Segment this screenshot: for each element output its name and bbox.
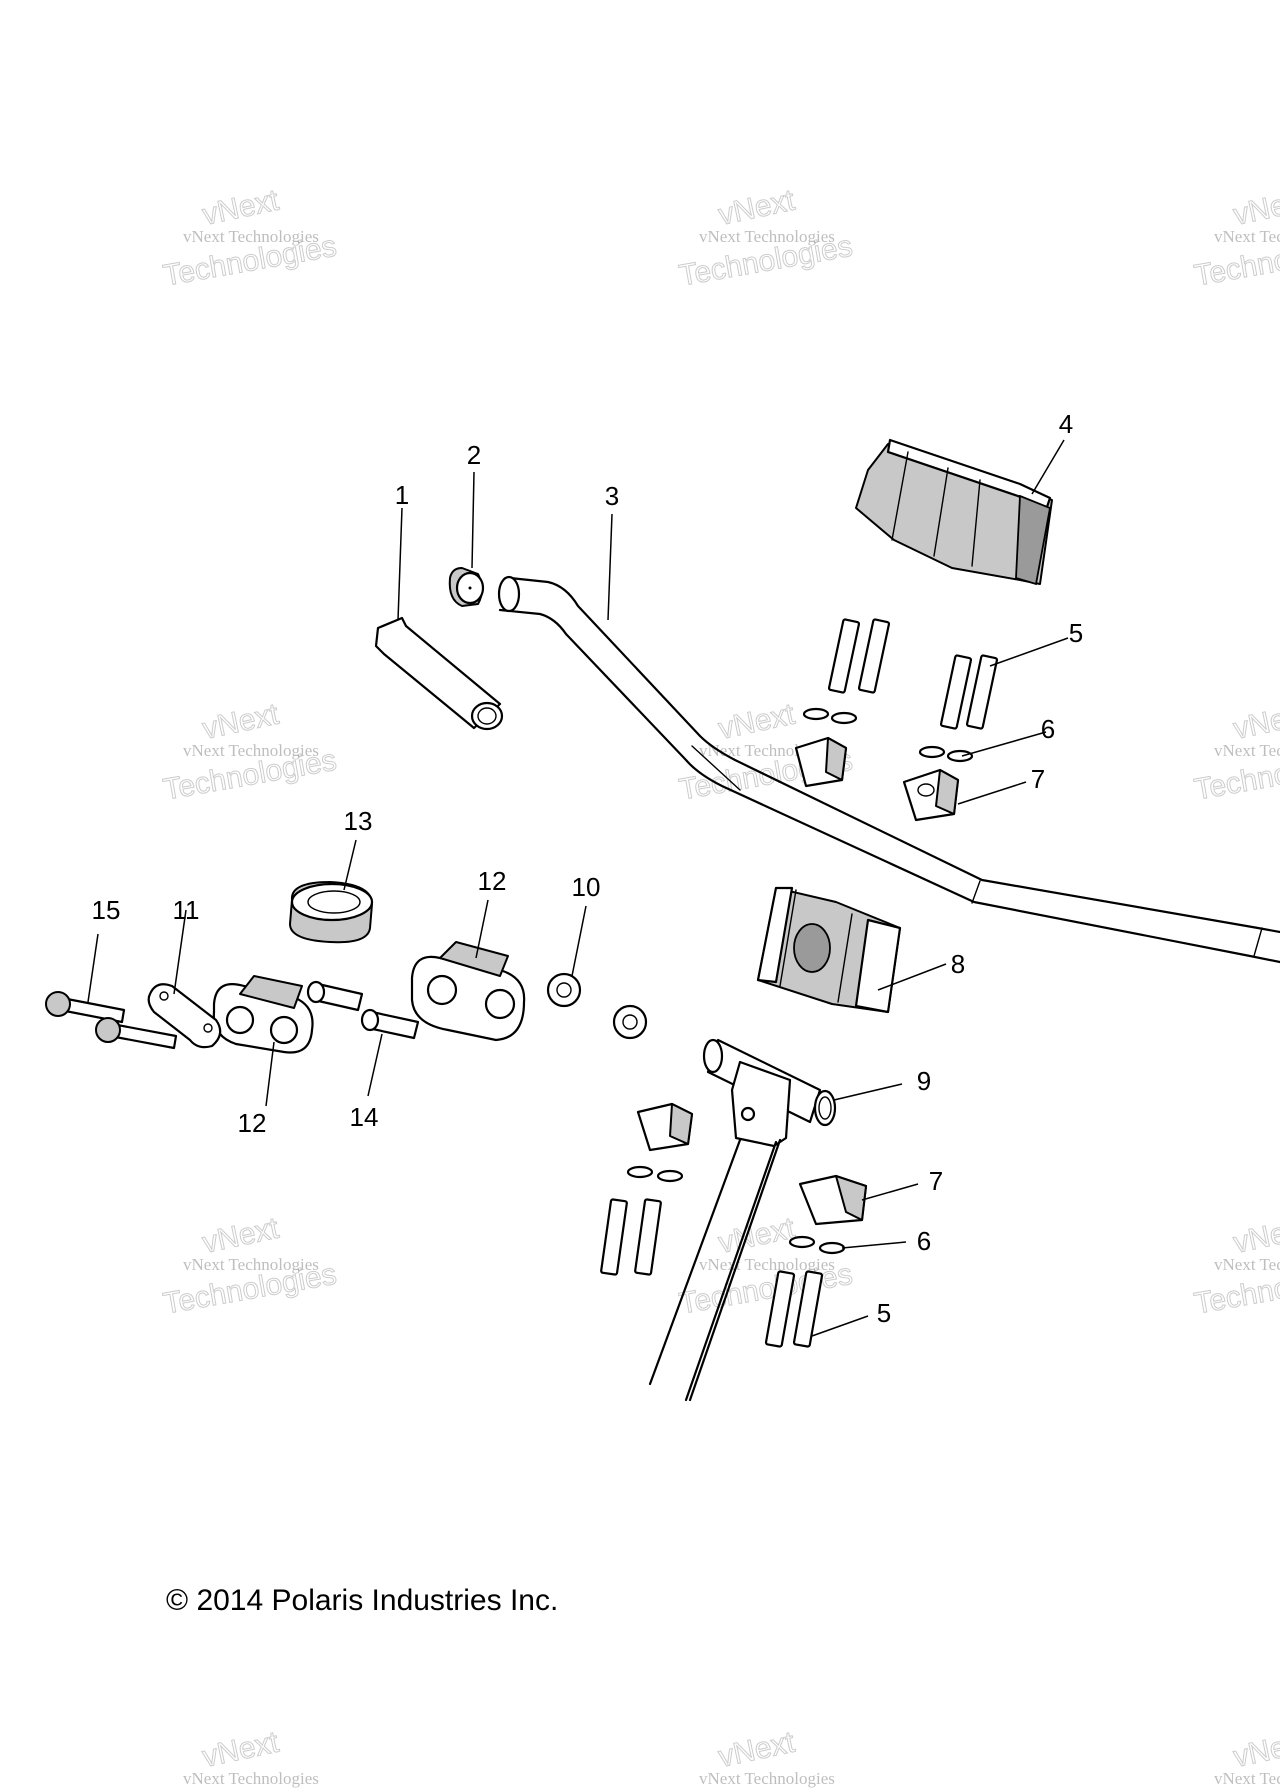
svg-text:vNext Technologies: vNext Technologies [1214, 1769, 1280, 1788]
svg-text:vNext: vNext [716, 184, 799, 232]
callout-2: 2 [467, 440, 481, 470]
washers-part-6-upper [802, 707, 974, 763]
watermark: vNext vNext Technologies Technologies [676, 1211, 855, 1321]
handlebar-pad-part-4 [855, 438, 1053, 586]
bolts-part-5-lower [600, 1198, 824, 1348]
svg-text:vNext: vNext [200, 1212, 283, 1260]
callout-5-upper: 5 [1069, 618, 1083, 648]
grip-part-1 [374, 616, 504, 731]
copyright-text: © 2014 Polaris Industries Inc. [166, 1584, 559, 1617]
svg-text:vNext Technologies: vNext Technologies [1214, 1255, 1280, 1274]
svg-text:vNext Technologies: vNext Technologies [1214, 741, 1280, 760]
callout-1: 1 [395, 480, 409, 510]
svg-text:vNext: vNext [200, 184, 283, 232]
callout-15: 15 [92, 895, 121, 925]
watermark: vNext vNext Technologies [183, 1725, 319, 1788]
link-plate-part-11 [147, 983, 222, 1049]
callout-6-upper: 6 [1041, 714, 1055, 744]
callout-5-lower: 5 [877, 1298, 891, 1328]
svg-text:vNext: vNext [1231, 1726, 1280, 1774]
callout-8: 8 [951, 949, 965, 979]
clamp-part-12-right [410, 941, 526, 1042]
watermark: vNext vNext Technologies Technologies [160, 183, 339, 293]
svg-text:vNext Technologies: vNext Technologies [183, 227, 319, 246]
svg-text:vNext: vNext [1231, 184, 1280, 232]
svg-text:vNext: vNext [200, 698, 283, 746]
callout-12-lower: 12 [238, 1108, 267, 1138]
svg-text:vNext Technologies: vNext Technologies [1214, 227, 1280, 246]
watermark: vNext vNext Technologies Technologies [676, 183, 855, 293]
callout-14: 14 [350, 1102, 379, 1132]
clamps-part-7-lower [636, 1102, 868, 1226]
ring-part-13 [289, 881, 374, 944]
clamp-part-12-left [212, 975, 314, 1054]
callout-3: 3 [605, 481, 619, 511]
callout-9: 9 [917, 1066, 931, 1096]
leader-lines [87, 439, 1069, 1337]
bolts-part-5-upper [827, 618, 999, 730]
svg-text:vNext Technologies: vNext Technologies [183, 1769, 319, 1788]
callout-6-lower: 6 [917, 1226, 931, 1256]
watermark: vNext vNext Technologies [1214, 1725, 1280, 1788]
svg-text:vNext: vNext [716, 1212, 799, 1260]
watermark: vNext vNext Technologies Technologies [1191, 697, 1280, 807]
callout-7-lower: 7 [929, 1166, 943, 1196]
clamps-part-7-upper [794, 736, 960, 822]
svg-text:vNext Technologies: vNext Technologies [183, 741, 319, 760]
svg-text:vNext: vNext [200, 1726, 283, 1774]
watermark: vNext vNext Technologies Technologies [1191, 1211, 1280, 1321]
callout-labels: 1 2 3 4 5 6 7 8 9 7 6 5 13 12 10 11 15 1… [92, 409, 1084, 1328]
bolts-part-15 [45, 991, 178, 1050]
svg-text:vNext: vNext [1231, 1212, 1280, 1260]
handlebar-part-3 [497, 575, 1280, 964]
riser-part-8 [756, 886, 902, 1014]
callout-12-upper: 12 [478, 866, 507, 896]
spacers-part-14 [306, 980, 420, 1040]
svg-text:vNext: vNext [1231, 698, 1280, 746]
svg-text:vNext Technologies: vNext Technologies [699, 227, 835, 246]
svg-text:vNext Technologies: vNext Technologies [699, 1769, 835, 1788]
watermark: vNext vNext Technologies Technologies [1191, 183, 1280, 293]
steering-post-part-9 [648, 1038, 837, 1402]
svg-text:vNext Technologies: vNext Technologies [183, 1255, 319, 1274]
svg-text:vNext: vNext [716, 1726, 799, 1774]
callout-13: 13 [344, 806, 373, 836]
callout-4: 4 [1059, 409, 1073, 439]
svg-text:vNext Technologies: vNext Technologies [699, 1255, 835, 1274]
watermark: vNext vNext Technologies [699, 1725, 835, 1788]
end-cap-part-2 [448, 567, 485, 607]
watermark: vNext vNext Technologies Technologies [160, 1211, 339, 1321]
watermark: vNext vNext Technologies Technologies [160, 697, 339, 807]
svg-text:vNext: vNext [716, 698, 799, 746]
washers-part-6-lower [626, 1165, 846, 1255]
callout-11: 11 [173, 895, 200, 925]
callout-10: 10 [572, 872, 601, 902]
nuts-part-10 [546, 972, 648, 1040]
callout-7-upper: 7 [1031, 764, 1045, 794]
